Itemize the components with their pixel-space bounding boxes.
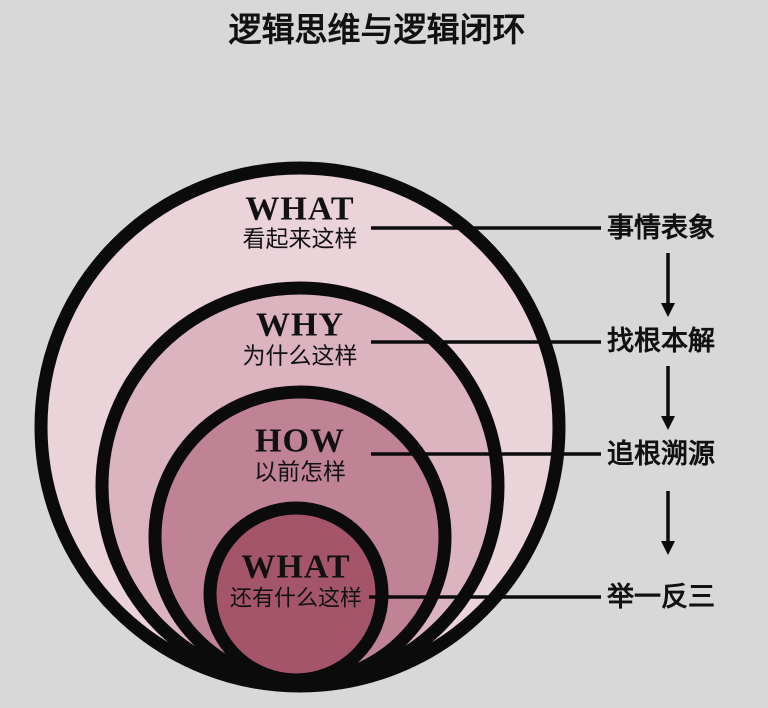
page-title: 逻辑思维与逻辑闭环 xyxy=(229,12,526,49)
ring1-subtitle: 看起来这样 xyxy=(243,227,358,252)
ring2-word: WHY xyxy=(256,307,344,344)
annotation-label-4: 举一反三 xyxy=(606,581,715,612)
ring2-subtitle: 为什么这样 xyxy=(243,344,358,369)
flow-arrow-1-icon xyxy=(661,253,675,317)
annotation-label-1: 事情表象 xyxy=(607,212,715,243)
ring-circle-what-inner xyxy=(203,501,389,687)
ring1-word: WHAT xyxy=(245,191,354,228)
ring3-word: HOW xyxy=(255,423,345,460)
ring4-word: WHAT xyxy=(241,549,350,586)
annotation-label-2: 找根本解 xyxy=(607,326,715,356)
annotation-label-3: 追根溯源 xyxy=(607,438,715,469)
ring4-subtitle: 还有什么这样 xyxy=(230,586,362,611)
ring3-subtitle: 以前怎样 xyxy=(254,460,346,485)
flow-arrow-2-icon xyxy=(661,366,675,430)
flow-arrow-3-icon xyxy=(661,491,675,555)
